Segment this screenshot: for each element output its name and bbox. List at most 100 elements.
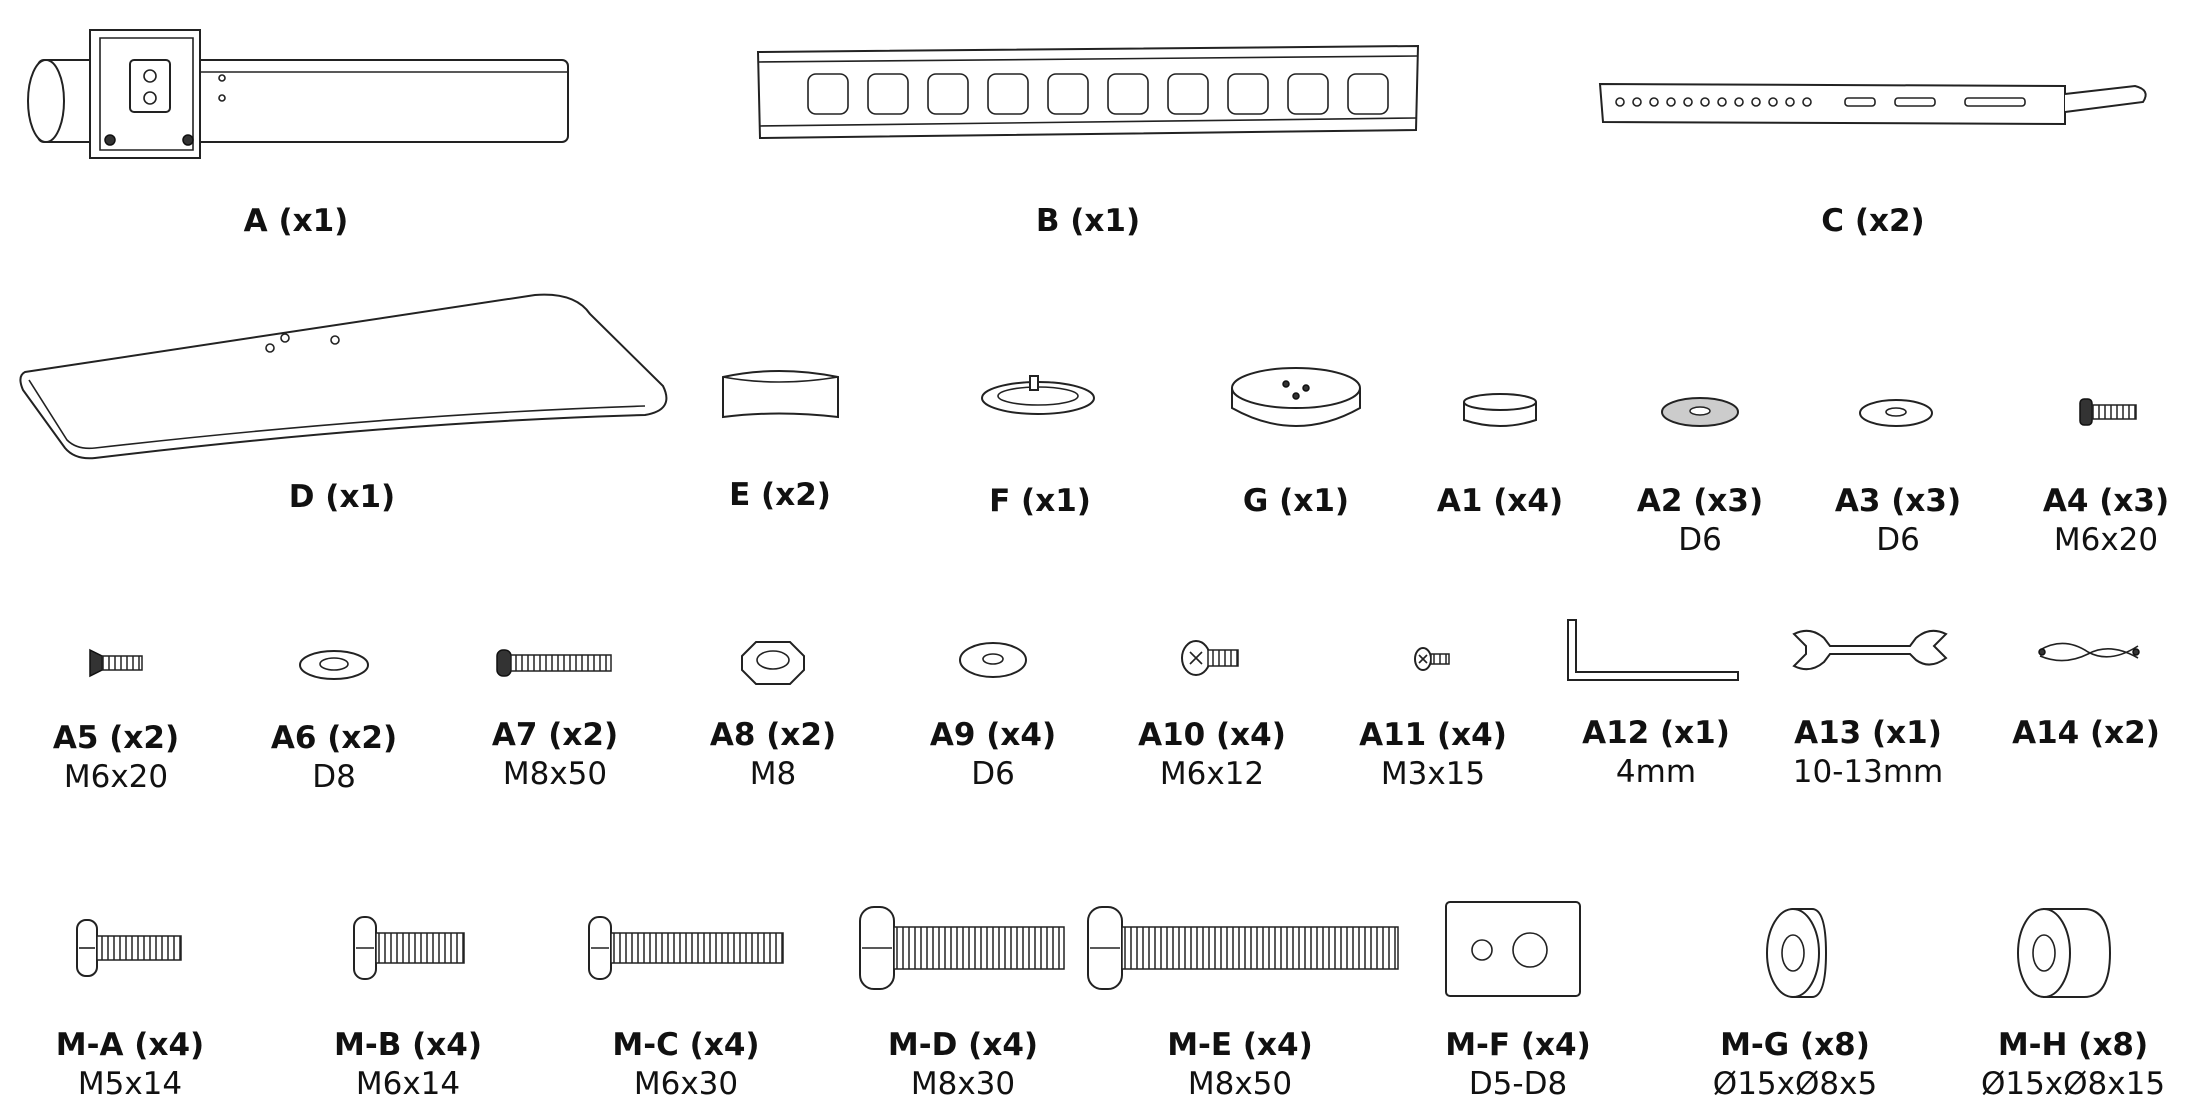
part-e-drawing bbox=[722, 370, 839, 419]
part-name-a14: A14 (x2) bbox=[2012, 715, 2160, 751]
part-label-a10: A10 (x4) M6x12 bbox=[1138, 720, 1286, 790]
part-m-a-drawing bbox=[76, 919, 182, 977]
part-label-a13: A13 (x1) 10-13mm bbox=[1793, 718, 1943, 788]
part-label-m-d: M-D (x4) M8x30 bbox=[888, 1030, 1038, 1100]
part-name-c: C (x2) bbox=[1821, 203, 1925, 239]
part-name-m-g: M-G (x8) bbox=[1720, 1027, 1870, 1063]
part-spec-a7: M8x50 bbox=[502, 756, 608, 792]
part-a6-drawing bbox=[299, 650, 369, 680]
part-name-m-a: M-A (x4) bbox=[55, 1027, 205, 1063]
part-name-e: E (x2) bbox=[729, 477, 831, 513]
part-name-a: A (x1) bbox=[243, 203, 349, 239]
part-label-a12: A12 (x1) 4mm bbox=[1582, 718, 1730, 788]
part-label-c: C (x2) bbox=[1821, 206, 1924, 237]
part-label-a4: A4 (x3) M6x20 bbox=[2043, 486, 2169, 556]
part-label-a5: A5 (x2) M6x20 bbox=[53, 723, 179, 793]
part-label-m-f: M-F (x4) D5-D8 bbox=[1445, 1030, 1591, 1100]
part-spec-m-d: M8x30 bbox=[910, 1066, 1016, 1102]
part-a5-drawing bbox=[89, 648, 143, 678]
part-label-b: B (x1) bbox=[1036, 206, 1140, 237]
part-a8-drawing bbox=[741, 641, 805, 685]
part-spec-a4: M6x20 bbox=[2053, 522, 2159, 558]
part-a-drawing bbox=[27, 29, 569, 159]
part-m-c-drawing bbox=[588, 916, 784, 980]
part-name-m-c: M-C (x4) bbox=[612, 1027, 760, 1063]
part-label-m-a: M-A (x4) M5x14 bbox=[56, 1030, 204, 1100]
part-spec-m-e: M8x50 bbox=[1187, 1066, 1293, 1102]
part-label-d: D (x1) bbox=[289, 482, 395, 513]
part-name-f: F (x1) bbox=[989, 483, 1091, 519]
part-label-m-h: M-H (x8) Ø15xØ8x15 bbox=[1981, 1030, 2165, 1100]
part-label-m-b: M-B (x4) M6x14 bbox=[334, 1030, 482, 1100]
part-spec-m-h: Ø15xØ8x15 bbox=[1980, 1066, 2166, 1102]
part-spec-a10: M6x12 bbox=[1159, 756, 1265, 792]
part-name-m-b: M-B (x4) bbox=[333, 1027, 483, 1063]
part-name-a13: A13 (x1) bbox=[1794, 715, 1942, 751]
part-a11-drawing bbox=[1414, 647, 1450, 671]
part-name-a3: A3 (x3) bbox=[1834, 483, 1962, 519]
part-name-a11: A11 (x4) bbox=[1359, 717, 1507, 753]
part-m-h-drawing bbox=[2017, 908, 2112, 998]
part-name-a7: A7 (x2) bbox=[491, 717, 619, 753]
part-spec-a2: D6 bbox=[1678, 522, 1722, 558]
part-label-a11: A11 (x4) M3x15 bbox=[1359, 720, 1507, 790]
part-spec-a11: M3x15 bbox=[1380, 756, 1486, 792]
part-label-a9: A9 (x4) D6 bbox=[930, 720, 1056, 790]
part-spec-a9: D6 bbox=[971, 756, 1015, 792]
part-label-f: F (x1) bbox=[989, 486, 1091, 517]
part-a14-drawing bbox=[2038, 642, 2140, 662]
part-label-a14: A14 (x2) bbox=[2012, 718, 2160, 749]
part-spec-m-a: M5x14 bbox=[77, 1066, 183, 1102]
part-a1-drawing bbox=[1463, 393, 1537, 427]
part-label-a3: A3 (x3) D6 bbox=[1835, 486, 1961, 556]
part-spec-a5: M6x20 bbox=[63, 759, 169, 795]
part-m-b-drawing bbox=[353, 916, 465, 980]
part-spec-a3: D6 bbox=[1876, 522, 1920, 558]
part-spec-m-g: Ø15xØ8x5 bbox=[1712, 1066, 1878, 1102]
part-d-drawing bbox=[19, 293, 668, 460]
part-f-drawing bbox=[981, 375, 1095, 415]
part-name-a10: A10 (x4) bbox=[1138, 717, 1286, 753]
part-name-a5: A5 (x2) bbox=[52, 720, 180, 756]
part-name-a12: A12 (x1) bbox=[1582, 715, 1730, 751]
part-label-a1: A1 (x4) bbox=[1437, 486, 1563, 517]
part-a2-drawing bbox=[1661, 397, 1739, 427]
part-name-m-h: M-H (x8) bbox=[1997, 1027, 2149, 1063]
part-label-g: G (x1) bbox=[1243, 486, 1349, 517]
part-spec-a12: 4mm bbox=[1615, 754, 1697, 790]
part-a13-drawing bbox=[1792, 629, 1948, 671]
part-name-d: D (x1) bbox=[288, 479, 396, 515]
part-m-d-drawing bbox=[859, 906, 1065, 990]
part-label-a8: A8 (x2) M8 bbox=[710, 720, 836, 790]
part-label-m-c: M-C (x4) M6x30 bbox=[612, 1030, 759, 1100]
part-a12-drawing bbox=[1567, 619, 1739, 681]
part-label-m-e: M-E (x4) M8x50 bbox=[1167, 1030, 1313, 1100]
part-a3-drawing bbox=[1859, 399, 1933, 427]
part-name-m-d: M-D (x4) bbox=[887, 1027, 1039, 1063]
part-a7-drawing bbox=[496, 649, 612, 677]
part-g-drawing bbox=[1231, 367, 1361, 427]
part-name-a4: A4 (x3) bbox=[2042, 483, 2170, 519]
part-name-a6: A6 (x2) bbox=[270, 720, 398, 756]
part-spec-a13: 10-13mm bbox=[1792, 754, 1944, 790]
part-name-b: B (x1) bbox=[1035, 203, 1141, 239]
part-spec-a6: D8 bbox=[312, 759, 356, 795]
part-name-a2: A2 (x3) bbox=[1636, 483, 1764, 519]
part-a10-drawing bbox=[1181, 640, 1239, 676]
part-a9-drawing bbox=[959, 642, 1027, 678]
part-label-e: E (x2) bbox=[729, 480, 831, 511]
part-spec-m-f: D5-D8 bbox=[1468, 1066, 1568, 1102]
part-label-a6: A6 (x2) D8 bbox=[271, 723, 397, 793]
part-m-g-drawing bbox=[1766, 908, 1828, 998]
part-b-drawing bbox=[756, 44, 1420, 140]
part-label-a2: A2 (x3) D6 bbox=[1637, 486, 1763, 556]
part-spec-a8: M8 bbox=[749, 756, 797, 792]
part-spec-m-c: M6x30 bbox=[633, 1066, 739, 1102]
part-name-m-e: M-E (x4) bbox=[1167, 1027, 1313, 1063]
part-name-a8: A8 (x2) bbox=[709, 717, 837, 753]
part-spec-m-b: M6x14 bbox=[355, 1066, 461, 1102]
part-name-a1: A1 (x4) bbox=[1436, 483, 1564, 519]
part-label-m-g: M-G (x8) Ø15xØ8x5 bbox=[1713, 1030, 1877, 1100]
part-a4-drawing bbox=[2079, 398, 2137, 426]
part-label-a7: A7 (x2) M8x50 bbox=[492, 720, 618, 790]
